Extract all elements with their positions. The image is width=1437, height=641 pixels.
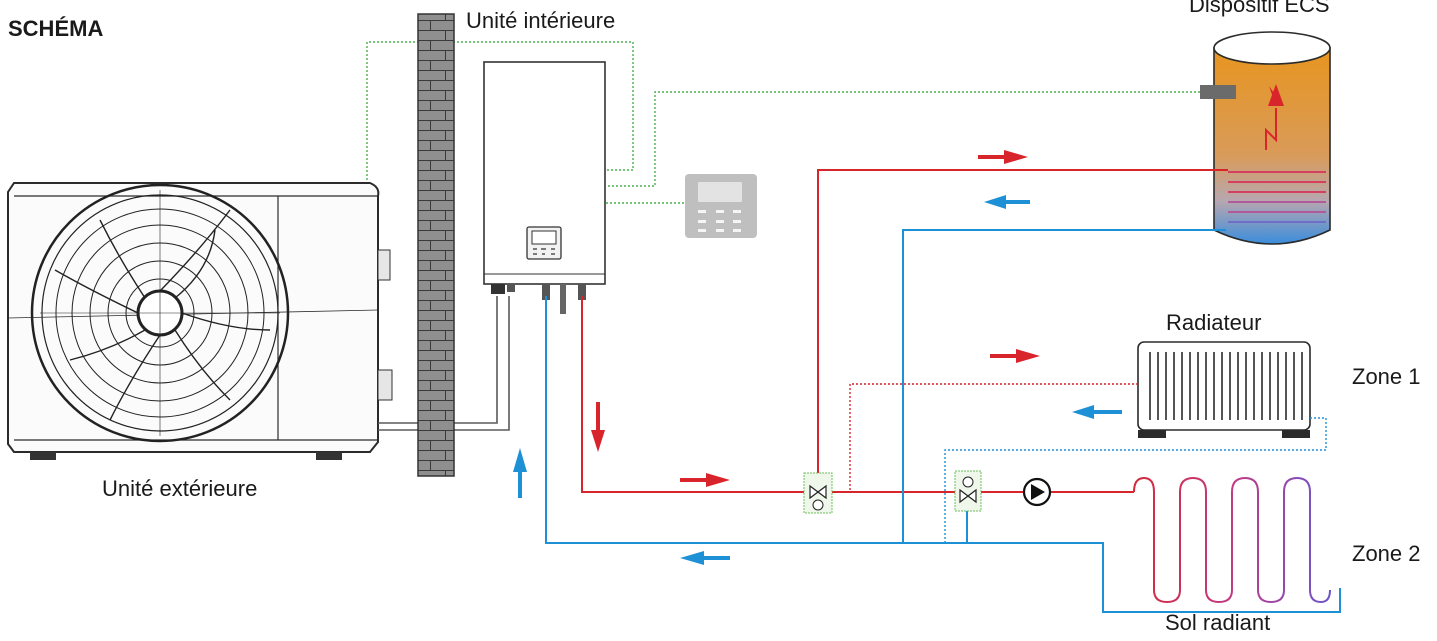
radiator-label: Radiateur [1166,310,1262,335]
flow-arrow-icon [591,402,605,452]
outdoor-unit-label: Unité extérieure [102,476,258,501]
flow-arrow-icon [680,473,730,487]
indoor-unit-label: Unité intérieure [466,8,616,33]
flow-arrow-icon [513,448,527,498]
fan-icon [30,183,290,443]
flow-arrows [513,150,1122,565]
radiator-return-dotted [944,417,1327,543]
three-way-valve-icon [954,470,982,512]
zone1-label: Zone 1 [1352,364,1421,389]
underfloor-label: Sol radiant [1165,610,1271,635]
flow-arrow-icon [984,195,1030,209]
flow-arrow-icon [978,150,1028,164]
flow-arrow-icon [680,551,730,565]
hot-pipes [581,169,1228,493]
signal-wires [366,41,1200,204]
zone2-label: Zone 2 [1352,541,1421,566]
page-title: SCHÉMA [8,16,104,41]
hot-water-tank [1200,31,1331,245]
underfloor-heating-loops [1133,476,1331,604]
three-way-valve-icon [803,472,833,514]
tank-return-pipe [902,229,1226,543]
circulation-pump-icon [1022,477,1052,507]
wire-tank-sensor [606,91,1200,187]
radiator-supply-dotted [849,383,1138,490]
radiator-icon [1137,341,1311,438]
tank-supply-pipe [817,169,1228,480]
wire-outdoor-indoor [366,41,634,180]
outdoor-unit [7,182,393,460]
dhw-device-label: Dispositif ECS [1189,0,1330,17]
flow-arrow-icon [990,349,1040,363]
controller-icon [685,174,757,238]
indoor-unit [483,61,606,314]
brick-wall [417,13,455,477]
flow-arrow-icon [1072,405,1122,419]
